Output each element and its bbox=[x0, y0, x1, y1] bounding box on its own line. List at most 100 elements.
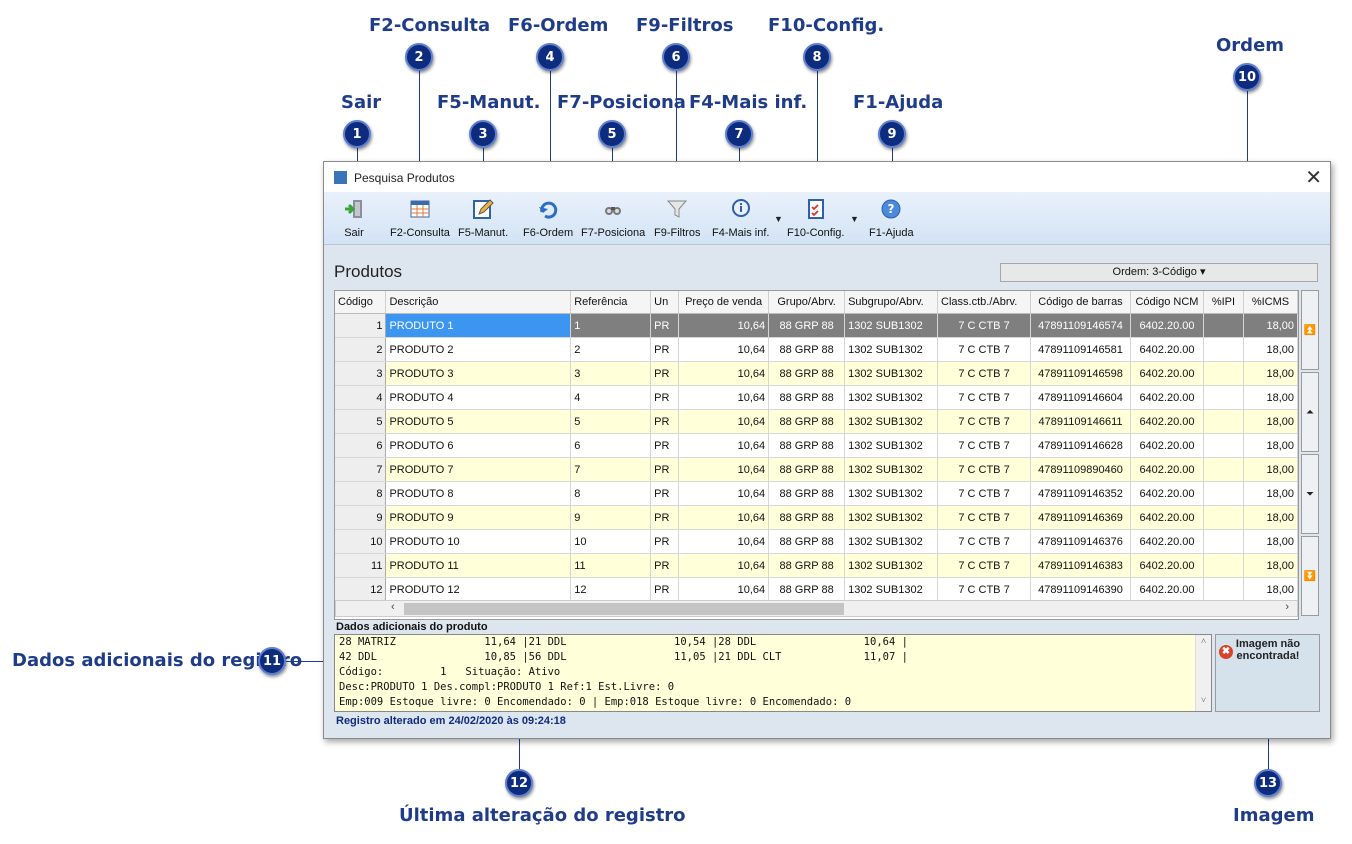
scroll-left-icon[interactable]: ‹ bbox=[391, 601, 395, 613]
scroll-down-icon[interactable]: ˅ bbox=[1200, 696, 1207, 706]
table-cell[interactable] bbox=[1203, 433, 1244, 458]
column-header[interactable]: Un bbox=[650, 291, 680, 314]
column-header[interactable]: %IPI bbox=[1203, 291, 1244, 314]
table-cell[interactable] bbox=[1203, 481, 1244, 506]
table-cell[interactable]: 18,00 bbox=[1243, 505, 1298, 530]
table-cell[interactable] bbox=[1203, 577, 1244, 602]
table-cell[interactable]: 10,64 bbox=[678, 409, 770, 434]
table-cell[interactable]: 18,00 bbox=[1243, 361, 1298, 386]
table-cell[interactable]: PR bbox=[650, 505, 680, 530]
first-record-button[interactable]: ⏫ bbox=[1301, 290, 1319, 370]
table-cell[interactable]: 18,00 bbox=[1243, 529, 1298, 554]
scroll-right-icon[interactable]: › bbox=[1285, 601, 1289, 613]
table-cell[interactable]: PRODUTO 2 bbox=[385, 337, 572, 362]
table-cell[interactable]: 2 bbox=[335, 337, 387, 362]
table-cell[interactable]: 6402.20.00 bbox=[1130, 481, 1204, 506]
close-icon[interactable]: ✕ bbox=[1305, 167, 1322, 189]
table-cell[interactable]: 18,00 bbox=[1243, 433, 1298, 458]
table-cell[interactable]: 6 bbox=[570, 433, 652, 458]
table-cell[interactable]: 7 C CTB 7 bbox=[937, 481, 1032, 506]
table-cell[interactable]: 10,64 bbox=[678, 577, 770, 602]
table-cell[interactable]: PRODUTO 11 bbox=[385, 553, 572, 578]
table-cell[interactable]: 47891109146352 bbox=[1030, 481, 1131, 506]
table-cell[interactable]: 88 GRP 88 bbox=[768, 481, 846, 506]
table-cell[interactable]: PR bbox=[650, 361, 680, 386]
table-cell[interactable]: 47891109146581 bbox=[1030, 337, 1131, 362]
table-cell[interactable]: PR bbox=[650, 577, 680, 602]
table-cell[interactable]: 3 bbox=[335, 361, 387, 386]
mais-inf-dropdown-arrow-icon[interactable]: ▼ bbox=[774, 214, 783, 224]
table-cell[interactable]: 10,64 bbox=[678, 553, 770, 578]
table-cell[interactable]: 7 C CTB 7 bbox=[937, 313, 1032, 338]
column-header[interactable]: Código NCM bbox=[1130, 291, 1204, 314]
table-cell[interactable]: 88 GRP 88 bbox=[768, 361, 846, 386]
table-cell[interactable]: 6402.20.00 bbox=[1130, 337, 1204, 362]
table-cell[interactable]: 88 GRP 88 bbox=[768, 457, 846, 482]
table-cell[interactable]: 47891109146611 bbox=[1030, 409, 1131, 434]
table-cell[interactable]: 18,00 bbox=[1243, 409, 1298, 434]
table-cell[interactable]: 8 bbox=[570, 481, 652, 506]
table-cell[interactable]: PRODUTO 10 bbox=[385, 529, 572, 554]
table-cell[interactable]: 1 bbox=[335, 313, 387, 338]
table-cell[interactable]: 6 bbox=[335, 433, 387, 458]
table-cell[interactable]: 2 bbox=[570, 337, 652, 362]
table-cell[interactable]: 47891109146604 bbox=[1030, 385, 1131, 410]
table-cell[interactable]: 47891109146390 bbox=[1030, 577, 1131, 602]
table-cell[interactable]: 9 bbox=[335, 505, 387, 530]
table-cell[interactable]: 6402.20.00 bbox=[1130, 457, 1204, 482]
table-cell[interactable]: 7 C CTB 7 bbox=[937, 505, 1032, 530]
table-cell[interactable]: 4 bbox=[335, 385, 387, 410]
filtros-button[interactable]: F9-Filtros bbox=[654, 194, 700, 242]
table-cell[interactable]: 12 bbox=[335, 577, 387, 602]
table-cell[interactable]: 7 bbox=[335, 457, 387, 482]
table-cell[interactable] bbox=[1203, 337, 1244, 362]
table-cell[interactable]: 10,64 bbox=[678, 481, 770, 506]
table-cell[interactable]: PR bbox=[650, 553, 680, 578]
scroll-up-icon[interactable]: ˄ bbox=[1200, 637, 1207, 647]
table-cell[interactable]: 7 C CTB 7 bbox=[937, 409, 1032, 434]
table-cell[interactable]: 47891109146628 bbox=[1030, 433, 1131, 458]
table-cell[interactable]: PRODUTO 5 bbox=[385, 409, 572, 434]
table-cell[interactable]: 18,00 bbox=[1243, 457, 1298, 482]
table-cell[interactable]: PRODUTO 9 bbox=[385, 505, 572, 530]
table-cell[interactable] bbox=[1203, 529, 1244, 554]
ajuda-button[interactable]: ? F1-Ajuda bbox=[869, 194, 914, 242]
table-cell[interactable]: 88 GRP 88 bbox=[768, 553, 846, 578]
table-cell[interactable]: 10,64 bbox=[678, 457, 770, 482]
table-cell[interactable]: 7 C CTB 7 bbox=[937, 337, 1032, 362]
table-cell[interactable]: PRODUTO 1 bbox=[385, 313, 572, 338]
table-cell[interactable]: 7 C CTB 7 bbox=[937, 385, 1032, 410]
table-cell[interactable]: 6402.20.00 bbox=[1130, 313, 1204, 338]
table-cell[interactable]: 88 GRP 88 bbox=[768, 409, 846, 434]
table-cell[interactable] bbox=[1203, 409, 1244, 434]
manut-button[interactable]: F5-Manut. bbox=[458, 194, 508, 242]
table-cell[interactable]: 1302 SUB1302 bbox=[844, 505, 939, 530]
table-cell[interactable]: 7 C CTB 7 bbox=[937, 529, 1032, 554]
column-header[interactable]: Preço de venda bbox=[678, 291, 770, 314]
table-cell[interactable]: PR bbox=[650, 433, 680, 458]
table-cell[interactable]: 6402.20.00 bbox=[1130, 361, 1204, 386]
table-cell[interactable]: 9 bbox=[570, 505, 652, 530]
table-cell[interactable]: PRODUTO 12 bbox=[385, 577, 572, 602]
table-cell[interactable]: PR bbox=[650, 457, 680, 482]
table-cell[interactable]: 7 C CTB 7 bbox=[937, 577, 1032, 602]
table-cell[interactable]: 10 bbox=[335, 529, 387, 554]
table-cell[interactable]: 47891109890460 bbox=[1030, 457, 1131, 482]
consulta-button[interactable]: F2-Consulta bbox=[390, 194, 450, 242]
table-cell[interactable]: 1302 SUB1302 bbox=[844, 313, 939, 338]
table-cell[interactable]: 18,00 bbox=[1243, 577, 1298, 602]
horizontal-scrollbar[interactable]: ‹ › bbox=[335, 600, 1298, 617]
table-cell[interactable]: 18,00 bbox=[1243, 385, 1298, 410]
extra-data-memo[interactable]: 28 MATRIZ 11,64 |21 DDL 10,54 |28 DDL 10… bbox=[334, 634, 1212, 712]
table-cell[interactable]: PR bbox=[650, 313, 680, 338]
table-cell[interactable]: 6402.20.00 bbox=[1130, 433, 1204, 458]
table-cell[interactable]: PRODUTO 8 bbox=[385, 481, 572, 506]
previous-record-button[interactable]: ⏶ bbox=[1301, 372, 1319, 452]
table-cell[interactable]: 18,00 bbox=[1243, 553, 1298, 578]
table-cell[interactable]: 7 C CTB 7 bbox=[937, 433, 1032, 458]
